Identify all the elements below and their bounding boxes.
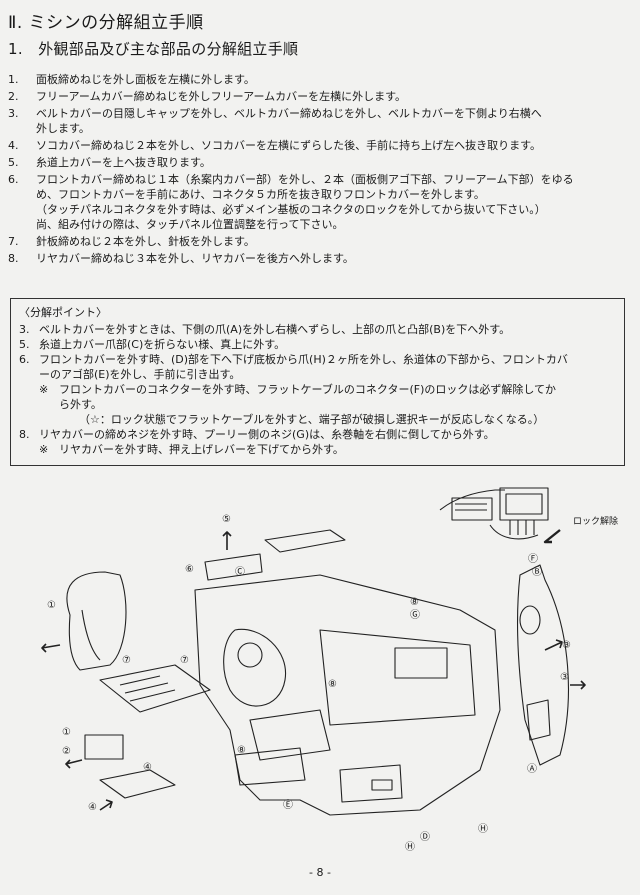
point-text: ベルトカバーを外すときは、下側の爪(A)を外し右横へずらし、上部の爪と凸部(B)… (39, 323, 511, 336)
note-text: ら外す。 (59, 398, 102, 411)
step-number: 5. (8, 156, 19, 169)
callout-7-label: ⑦ (122, 655, 131, 666)
point-note: ※ フロントカバーのコネクターを外す時、フラットケーブルのコネクター(F)のロック… (39, 382, 616, 397)
letter-a-label: Ⓐ (527, 763, 537, 775)
exploded-view-diagram: ① ① ② ⑤ ⑥ ⑦ ⑦ ④ ④ ⑧ ⑧ ⑧ ③ ③ Ⓖ Ⓕ Ⓑ Ⓐ Ⓒ Ⓓ … (41, 487, 586, 853)
step-item: 4. ソコカバー締めねじ２本を外し、ソコカバーを左横にずらした後、手前に持ち上げ左… (8, 138, 633, 153)
disassembly-points-box: 〈分解ポイント〉 3. ベルトカバーを外すときは、下側の爪(A)を外し右横へずら… (10, 298, 625, 466)
step-text: 面板締めねじを外し面板を左横に外します。 (36, 73, 255, 86)
note-text: リヤカバーを外す時、押え上げレバーを下げてから外す。 (59, 443, 344, 456)
bed-parts (84, 664, 211, 799)
point-number: 6. (19, 353, 30, 366)
callout-3-label: ③ (560, 672, 569, 683)
point-number: 3. (19, 323, 30, 336)
lock-release-arrow (543, 529, 561, 544)
callout-2-label: ② (62, 746, 71, 757)
step-number: 1. (8, 73, 19, 86)
callout-labels: ① ① ② ⑤ ⑥ ⑦ ⑦ ④ ④ ⑧ ⑧ ⑧ ③ ③ Ⓖ Ⓕ Ⓑ Ⓐ Ⓒ Ⓓ … (47, 514, 571, 853)
direction-arrows (41, 531, 586, 811)
step-text: 針板締めねじ２本を外し、針板を外します。 (36, 235, 255, 248)
step-item: 5. 糸道上カバーを上へ抜き取ります。 (8, 155, 633, 170)
letter-b-label: Ⓑ (532, 566, 542, 578)
rear-cover (516, 564, 569, 766)
point-item: 5. 糸道上カバー爪部(C)を折らない様、真上に外す。 (19, 337, 616, 352)
step-text: 糸道上カバーを上へ抜き取ります。 (36, 156, 211, 169)
step-list: 1. 面板締めねじを外し面板を左横に外します。 2. フリーアームカバー締めねじを外… (8, 72, 633, 268)
letter-f-label: Ⓕ (528, 553, 538, 565)
note-mark: ※ (39, 383, 49, 396)
step-item: 2. フリーアームカバー締めねじを外しフリーアームカバーを左横に外します。 (8, 89, 633, 104)
point-item: 8. リヤカバーの締めネジを外す時、プーリー側のネジ(G)は、糸巻軸を右側に倒し… (19, 427, 616, 457)
step-number: 3. (8, 107, 19, 120)
lock-release-label: ロック解除 (573, 517, 619, 527)
point-note: ※ リヤカバーを外す時、押え上げレバーを下げてから外す。 (39, 442, 616, 457)
step-item: 8. リヤカバー締めねじ３本を外し、リヤカバーを後方へ外します。 (8, 251, 633, 266)
point-item: 3. ベルトカバーを外すときは、下側の爪(A)を外し右横へずらし、上部の爪と凸部… (19, 322, 616, 337)
callout-5-label: ⑤ (222, 514, 231, 525)
step-number: 6. (8, 173, 19, 186)
note-mark: ※ (39, 443, 49, 456)
point-item: 6. フロントカバーを外す時、(D)部を下へ下げ底板から爪(H)２ヶ所を外し、糸… (19, 352, 616, 427)
point-text: フロントカバーを外す時、(D)部を下へ下げ底板から爪(H)２ヶ所を外し、糸道体の… (39, 353, 568, 366)
letter-h-label: Ⓗ (405, 841, 415, 853)
face-plate (66, 571, 127, 671)
letter-e-label: Ⓔ (283, 799, 293, 811)
step-item: 1. 面板締めねじを外し面板を左横に外します。 (8, 72, 633, 87)
step-text: （タッチパネルコネクタを外す時は、必ずメイン基板のコネクタのロックを外してから抜… (36, 203, 546, 216)
point-text: 糸道上カバー爪部(C)を折らない様、真上に外す。 (39, 338, 286, 351)
callout-8-label: ⑧ (328, 679, 337, 690)
step-text: 外します。 (36, 122, 90, 135)
callout-6-label: ⑥ (185, 564, 194, 575)
point-text: リヤカバーの締めネジを外す時、プーリー側のネジ(G)は、糸巻軸を右側に倒してから… (39, 428, 495, 441)
point-number: 5. (19, 338, 30, 351)
point-note: ら外す。 (39, 397, 616, 412)
step-number: 2. (8, 90, 19, 103)
note-text: フロントカバーのコネクターを外す時、フラットケーブルのコネクター(F)のロックは… (59, 383, 557, 396)
step-number: 4. (8, 139, 19, 152)
letter-g-label: Ⓖ (410, 609, 420, 621)
callout-3-label: ③ (562, 640, 571, 651)
point-number: 8. (19, 428, 30, 441)
step-text: フロントカバー締めねじ１本（糸案内カバー部）を外し、２本（面板側アゴ下部、フリー… (36, 173, 574, 186)
callout-1-label: ① (62, 727, 71, 738)
callout-4-label: ④ (143, 762, 152, 773)
step-number: 8. (8, 252, 19, 265)
step-item: 3. ベルトカバーの目隠しキャップを外し、ベルトカバー締めねじを外し、ベルトカバー… (8, 106, 633, 136)
callout-7-label: ⑦ (180, 655, 189, 666)
points-title: 〈分解ポイント〉 (19, 306, 107, 319)
step-item: 6. フロントカバー締めねじ１本（糸案内カバー部）を外し、２本（面板側アゴ下部、フ… (8, 172, 633, 232)
page-number: - 8 - (309, 866, 331, 879)
section-heading: Ⅱ. ミシンの分解組立手順 (8, 13, 204, 33)
callout-8-label: ⑧ (237, 745, 246, 756)
step-text: フリーアームカバー締めねじを外しフリーアームカバーを左横に外します。 (36, 90, 407, 103)
step-text: め、フロントカバーを手前にあけ、コネクタ５カ所を抜き取りフロントカバーを外します… (36, 188, 485, 201)
step-number: 7. (8, 235, 19, 248)
letter-c-label: Ⓒ (235, 566, 245, 578)
subsection-heading: 1. 外観部品及び主な部品の分解組立手順 (8, 40, 299, 58)
machine-body (194, 529, 501, 816)
callout-1-label: ① (47, 600, 56, 611)
letter-d-label: Ⓓ (420, 831, 430, 843)
letter-h-label: Ⓗ (478, 823, 488, 835)
point-text: ーのアゴ部(E)を外し、手前に引き出す。 (39, 368, 241, 381)
connector-inset (439, 487, 549, 540)
callout-4-label: ④ (88, 802, 97, 813)
step-item: 7. 針板締めねじ２本を外し、針板を外します。 (8, 234, 633, 249)
step-text: 尚、組み付けの際は、タッチパネル位置調整を行って下さい。 (36, 218, 344, 231)
point-sub-note: （☆：ロック状態でフラットケーブルを外すと、端子部が破損し選択キーが反応しなくな… (79, 413, 545, 426)
step-text: リヤカバー締めねじ３本を外し、リヤカバーを後方へ外します。 (36, 252, 354, 265)
callout-8-label: ⑧ (410, 597, 419, 608)
step-text: ソコカバー締めねじ２本を外し、ソコカバーを左横にずらした後、手前に持ち上げ左へ抜… (36, 139, 542, 152)
step-text: ベルトカバーの目隠しキャップを外し、ベルトカバー締めねじを外し、ベルトカバーを下… (36, 107, 542, 120)
